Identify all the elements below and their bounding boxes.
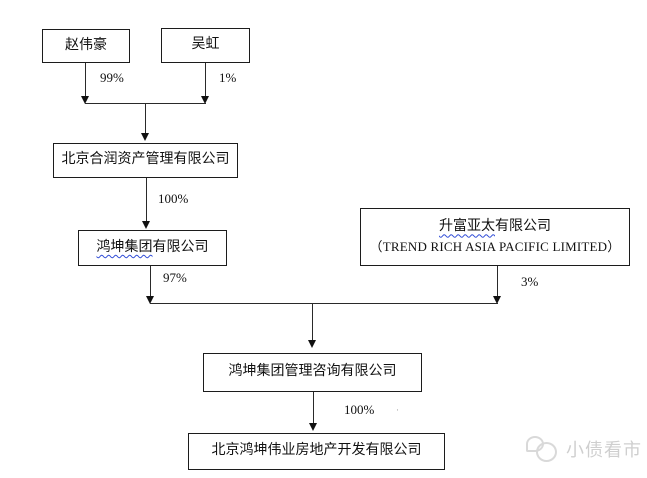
watermark: 小债看市 (524, 434, 642, 464)
connector-trend-down (497, 266, 498, 297)
arrowhead-icon (81, 96, 89, 104)
arrowhead-icon (142, 221, 150, 229)
node-label: 鸿坤集团有限公司 (97, 238, 209, 258)
arrowhead-icon (308, 340, 316, 348)
connector-group-down (150, 266, 151, 297)
stray-mark: · (396, 405, 399, 415)
connector-zhao-down (85, 63, 86, 97)
logo-circles-icon (524, 434, 562, 464)
node-wu-hong: 吴虹 (161, 28, 250, 63)
connector-wu-down (205, 63, 206, 97)
node-label: 赵伟豪 (65, 37, 107, 53)
node-label: 吴虹 (191, 37, 220, 53)
edge-label-97: 97% (163, 270, 187, 285)
node-hongkun-consulting: 鸿坤集团管理咨询有限公司 (203, 353, 422, 392)
arrowhead-icon (201, 96, 209, 104)
node-label: 升富亚太有限公司 (439, 217, 551, 237)
edge-label-100-b: 100% (344, 402, 375, 417)
node-trend-rich-asia-pacific: 升富亚太有限公司 （TREND RICH ASIA PACIFIC LIMITE… (360, 208, 630, 266)
node-hongkun-group: 鸿坤集团有限公司 (78, 230, 227, 266)
arrowhead-icon (141, 133, 149, 141)
node-label: 北京合润资产管理有限公司 (61, 152, 230, 168)
node-label-rest: 有限公司 (495, 219, 551, 235)
connector-junction-down (312, 303, 313, 341)
node-label-underlined: 升富亚太 (439, 219, 495, 235)
node-label-underlined: 鸿坤集团 (96, 239, 153, 255)
node-beijing-herun: 北京合润资产管理有限公司 (53, 143, 238, 178)
connector-herun-down (146, 178, 147, 222)
node-label: 北京鸿坤伟业房地产开发有限公司 (211, 443, 422, 459)
watermark-text: 小债看市 (566, 440, 642, 460)
connector-merge-down (145, 103, 146, 134)
edge-label-99: 99% (100, 70, 124, 85)
edge-label-1: 1% (219, 70, 237, 85)
arrowhead-icon (309, 423, 317, 431)
arrowhead-icon (493, 296, 501, 304)
edge-label-100-a: 100% (158, 191, 189, 206)
connector-junction-horizontal (150, 303, 498, 304)
node-zhao-weihao: 赵伟豪 (42, 29, 130, 63)
node-beijing-hongkun-weiye: 北京鸿坤伟业房地产开发有限公司 (188, 433, 445, 470)
connector-consulting-down (313, 392, 314, 424)
node-label: 鸿坤集团管理咨询有限公司 (228, 364, 397, 380)
node-label-rest: 有限公司 (152, 239, 209, 255)
arrowhead-icon (146, 296, 154, 304)
node-label-english: （TREND RICH ASIA PACIFIC LIMITED） (369, 238, 621, 254)
edge-label-3: 3% (521, 274, 539, 289)
